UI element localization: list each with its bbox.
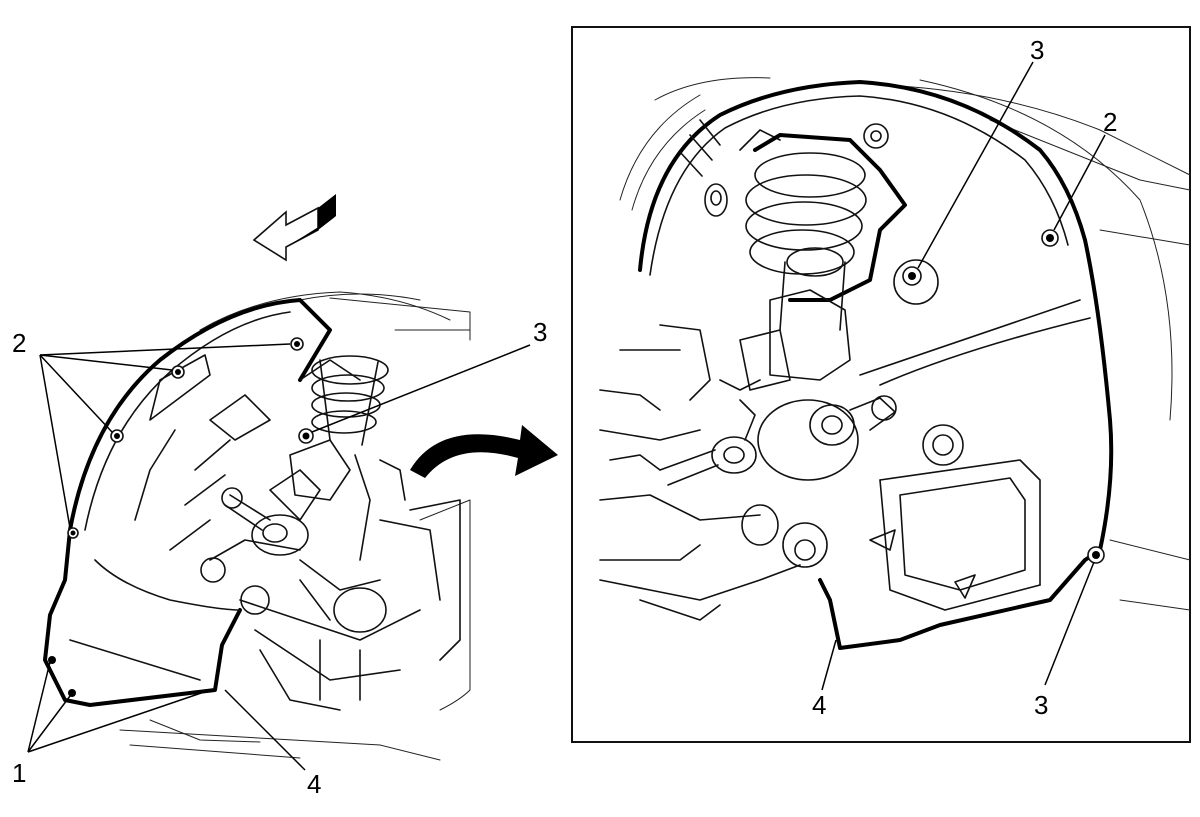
vehicle-body-lines	[119, 291, 471, 761]
overview-leader-lines	[27, 343, 531, 771]
callout-4-detail: 4	[812, 690, 826, 720]
detail-fastener-icon	[902, 229, 1105, 564]
curved-arrow-icon	[410, 425, 558, 478]
callout-1-left: 1	[12, 758, 26, 788]
wheelhouse-liner-detail	[638, 80, 1114, 650]
detail-body-lines	[619, 77, 1191, 611]
suspension-components-left	[200, 439, 461, 711]
forward-direction-arrow-icon	[252, 194, 336, 262]
callout-4-left: 4	[307, 769, 321, 799]
detail-view: 3 2 3 4	[571, 26, 1191, 743]
detail-leader-lines	[821, 61, 1106, 691]
wheelhouse-liner-left	[43, 298, 361, 707]
callout-3-detail-bottom: 3	[1034, 690, 1048, 720]
detail-grommets	[704, 123, 964, 466]
fastener-icon	[48, 337, 314, 697]
strut-spring-detail	[739, 133, 907, 391]
callout-2-detail: 2	[1103, 107, 1117, 137]
callout-3-left: 3	[533, 317, 547, 347]
overview-illustration: 2 3 1 4	[12, 194, 558, 799]
suspension-components-detail	[599, 324, 897, 621]
callout-2-left: 2	[12, 328, 26, 358]
strut-spring-left	[311, 355, 389, 446]
callout-3-detail-top: 3	[1030, 35, 1044, 65]
